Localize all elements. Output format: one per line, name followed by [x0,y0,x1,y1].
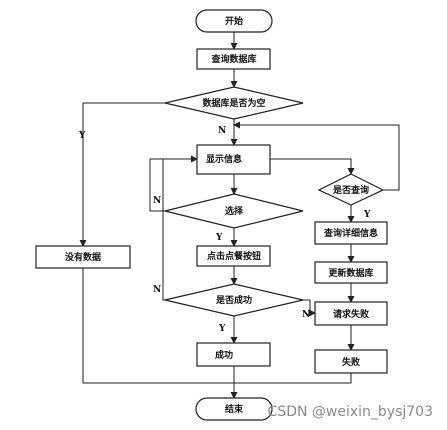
node-query-detail-label: 查询详细信息 [323,227,378,239]
node-show-info-label: 显示信息 [206,153,242,165]
node-no-data-shape [35,245,131,269]
node-update-db-label: 更新数据库 [328,267,373,279]
node-show-info-shape [196,144,271,175]
edge-labels: Y N N Y N N Y Y [78,126,371,334]
node-is-query-label: 是否查询 [332,184,369,196]
edges [79,32,400,399]
watermark: CSDN @weixin_bysj703 [268,404,433,420]
node-end-label: 结束 [225,403,244,415]
node-click-order-label: 点击点餐按钮 [207,250,261,262]
node-is-success-label: 是否成功 [215,294,252,306]
node-query-detail-shape [314,221,388,245]
node-fail-label: 失败 [342,356,361,368]
node-click-order-shape [196,245,271,267]
node-start-label: 开始 [225,15,243,27]
node-update-db-shape [314,261,388,284]
node-request-fail-label: 请求失败 [333,308,370,320]
node-fail-shape [314,349,388,374]
label-success-yes: Y [218,324,226,334]
node-is-query-shape [317,173,385,206]
edge-dbempty-nodata [79,102,165,247]
node-db-empty-shape [164,86,304,120]
node-is-success-shape [164,283,304,317]
node-query-db-label: 查询数据库 [210,53,256,65]
edge-show-isquery [270,158,355,175]
label-db-empty-no: N [218,126,226,136]
label-choose-yes: Y [215,233,223,243]
label-query-yes: Y [363,210,371,220]
edge-fail-end [234,373,352,384]
node-no-data-label: 没有数据 [65,251,101,263]
edge-success-show [162,158,197,301]
node-query-db-shape [196,48,271,70]
node-choose-label: 选择 [225,205,244,217]
edge-nodata-end [82,268,234,384]
node-start-shape [195,9,273,33]
node-choose-shape [164,193,304,229]
node-success-label: 成功 [215,349,233,361]
edge-isquery-loop [233,121,400,191]
label-choose-no: N [153,196,161,206]
label-success-no-right: N [302,310,310,320]
label-db-empty-yes: Y [78,131,86,141]
node-success-shape [196,342,271,367]
edge-success-reqfail [303,299,316,317]
node-request-fail-shape [314,301,388,326]
node-db-empty-label: 数据库是否为空 [202,97,265,109]
node-end-shape [195,397,273,421]
nodes: 开始 查询数据库 数据库是否为空 显示信息 选择 点击点餐按钮 是否成功 成功 … [35,9,388,421]
label-success-no-left: N [153,285,161,295]
